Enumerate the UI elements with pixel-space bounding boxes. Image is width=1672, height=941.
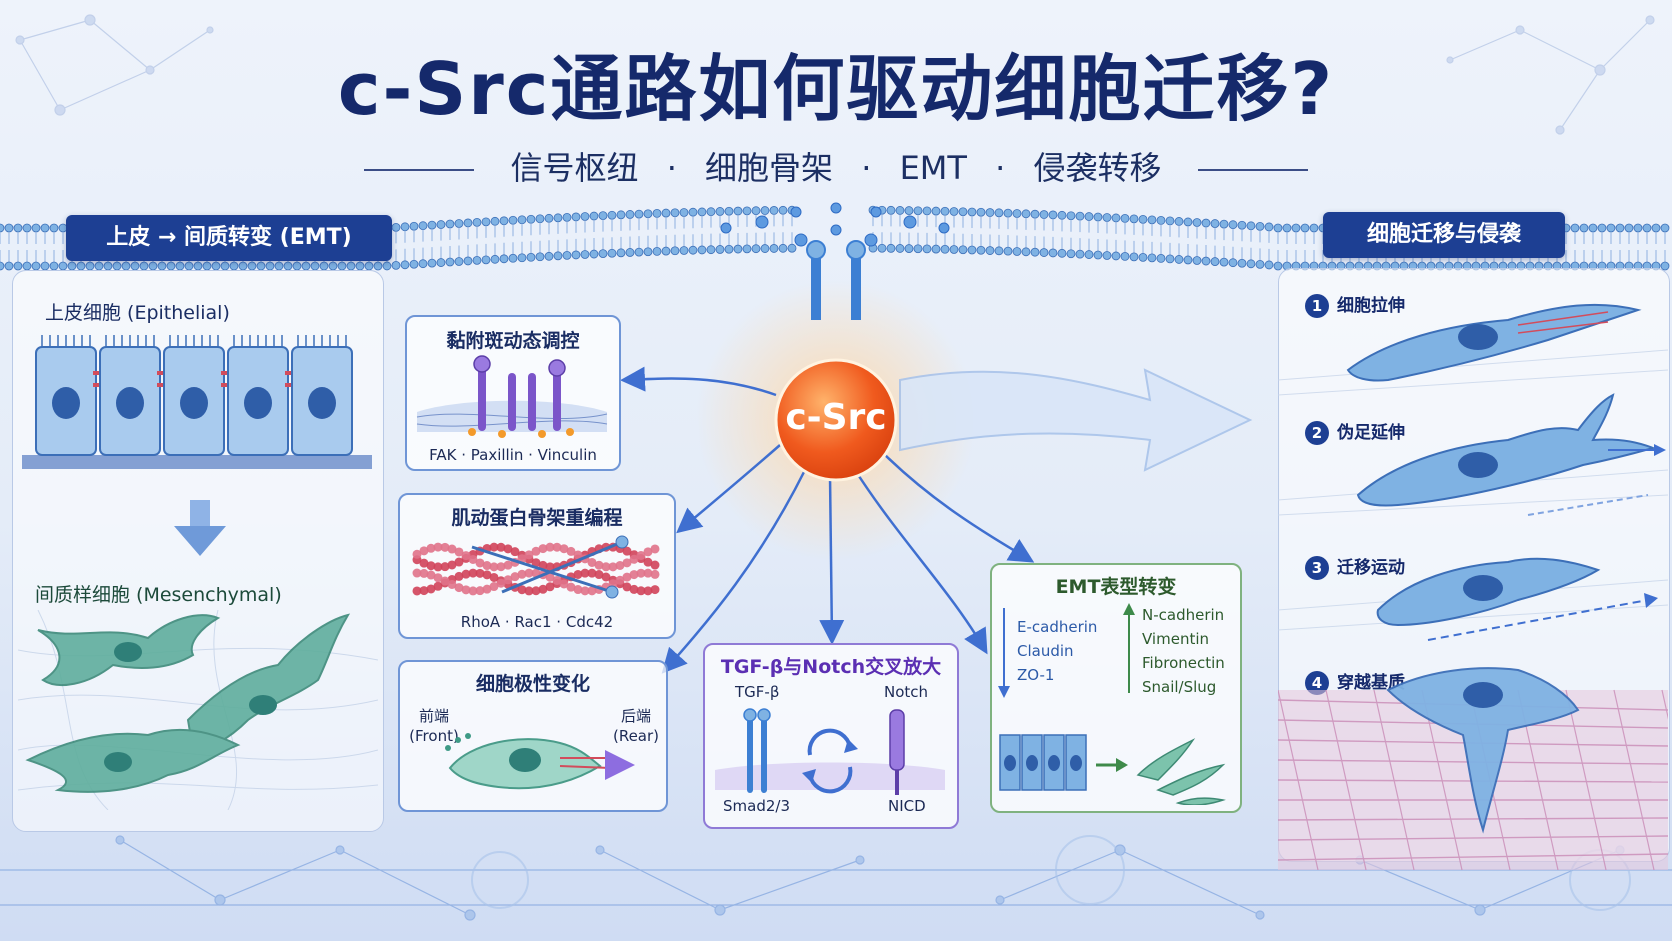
- focal-adhesion-title: 黏附斑动态调控: [446, 330, 580, 352]
- crosstalk-box: [703, 643, 959, 829]
- page-title: c-Src通路如何驱动细胞迁移?: [337, 47, 1335, 131]
- step-3: 3 迁移运动: [1305, 553, 1405, 580]
- crosstalk-illustration: [715, 708, 945, 795]
- subtitle-item: EMT: [899, 149, 967, 187]
- step-label: 迁移运动: [1337, 558, 1405, 578]
- notch-label: Notch: [884, 683, 929, 701]
- subtitle-item: 细胞骨架: [705, 149, 834, 187]
- marker-item: N-cadherin: [1142, 606, 1225, 624]
- step-number: 2: [1305, 421, 1329, 445]
- c-src-hub: [774, 358, 898, 482]
- focal-adhesion-illustration: [416, 355, 608, 438]
- actin-caption: RhoA · Rac1 · Cdc42: [460, 613, 614, 631]
- marker-item: Claudin: [1017, 642, 1074, 660]
- polarity-front-label: 前端 (Front): [404, 706, 464, 746]
- marker-item: E-cadherin: [1017, 618, 1098, 636]
- smad-label: Smad2/3: [723, 797, 790, 815]
- marker-up-arrow-icon: [1123, 603, 1135, 693]
- mesenchymal-cells-illustration: [18, 610, 378, 810]
- step-number: 1: [1305, 294, 1329, 318]
- actin-filament-illustration: [412, 535, 660, 599]
- polarity-rear-label: 后端 (Rear): [606, 706, 666, 746]
- polarity-title: 细胞极性变化: [475, 673, 590, 695]
- subtitle-item: 信号枢纽: [510, 149, 639, 187]
- left-banner: 上皮 → 间质转变 (EMT): [66, 215, 392, 261]
- emt-transition-illustration: [999, 734, 1226, 805]
- subtitle-rule-right: [1197, 169, 1308, 171]
- subtitle-separator: ·: [666, 149, 677, 187]
- polarity-front-cn: 前端: [418, 707, 449, 725]
- subtitle-separator: ·: [995, 149, 1006, 187]
- mesenchymal-label: 间质样细胞 (Mesenchymal): [35, 584, 282, 606]
- marker-item: Fibronectin: [1142, 654, 1225, 672]
- down-arrow-icon: [174, 500, 226, 556]
- migration-steps-illustration: [1278, 303, 1668, 870]
- marker-item: Snail/Slug: [1142, 678, 1217, 696]
- epithelial-label: 上皮细胞 (Epithelial): [45, 302, 230, 324]
- epithelial-cells-illustration: [22, 335, 372, 469]
- subtitle-separator: ·: [861, 149, 872, 187]
- step-label: 穿越基质: [1337, 673, 1405, 693]
- nicd-label: NICD: [888, 797, 926, 815]
- polarity-rear-cn: 后端: [620, 707, 651, 725]
- actin-title: 肌动蛋白骨架重编程: [451, 507, 623, 529]
- tgf-beta-label: TGF-β: [735, 683, 780, 701]
- subtitle-item: 侵袭转移: [1033, 149, 1162, 187]
- step-number: 3: [1305, 556, 1329, 580]
- polarity-front-en: (Front): [409, 727, 459, 745]
- emt-phenotype-title: EMT表型转变: [1055, 576, 1177, 598]
- ligand-dots: [720, 202, 950, 320]
- step-label: 细胞拉伸: [1337, 296, 1405, 316]
- marker-item: Vimentin: [1142, 630, 1210, 648]
- subtitle-rule-left: [364, 169, 475, 171]
- subtitle: 信号枢纽 · 细胞骨架 · EMT · 侵袭转移: [0, 143, 1672, 189]
- c-src-hub-label: c-Src: [785, 397, 887, 438]
- marker-down-arrow-icon: [998, 608, 1010, 698]
- step-1: 1 细胞拉伸: [1305, 291, 1405, 318]
- step-label: 伪足延伸: [1337, 423, 1405, 443]
- marker-item: ZO-1: [1017, 666, 1055, 684]
- right-banner: 细胞迁移与侵袭: [1323, 212, 1565, 258]
- polarity-rear-en: (Rear): [612, 727, 660, 745]
- step-2: 2 伪足延伸: [1305, 418, 1405, 445]
- focal-adhesion-caption: FAK · Paxillin · Vinculin: [429, 446, 597, 464]
- crosstalk-title: TGF-β与Notch交叉放大: [720, 656, 942, 678]
- polarized-cell-illustration: [445, 733, 635, 790]
